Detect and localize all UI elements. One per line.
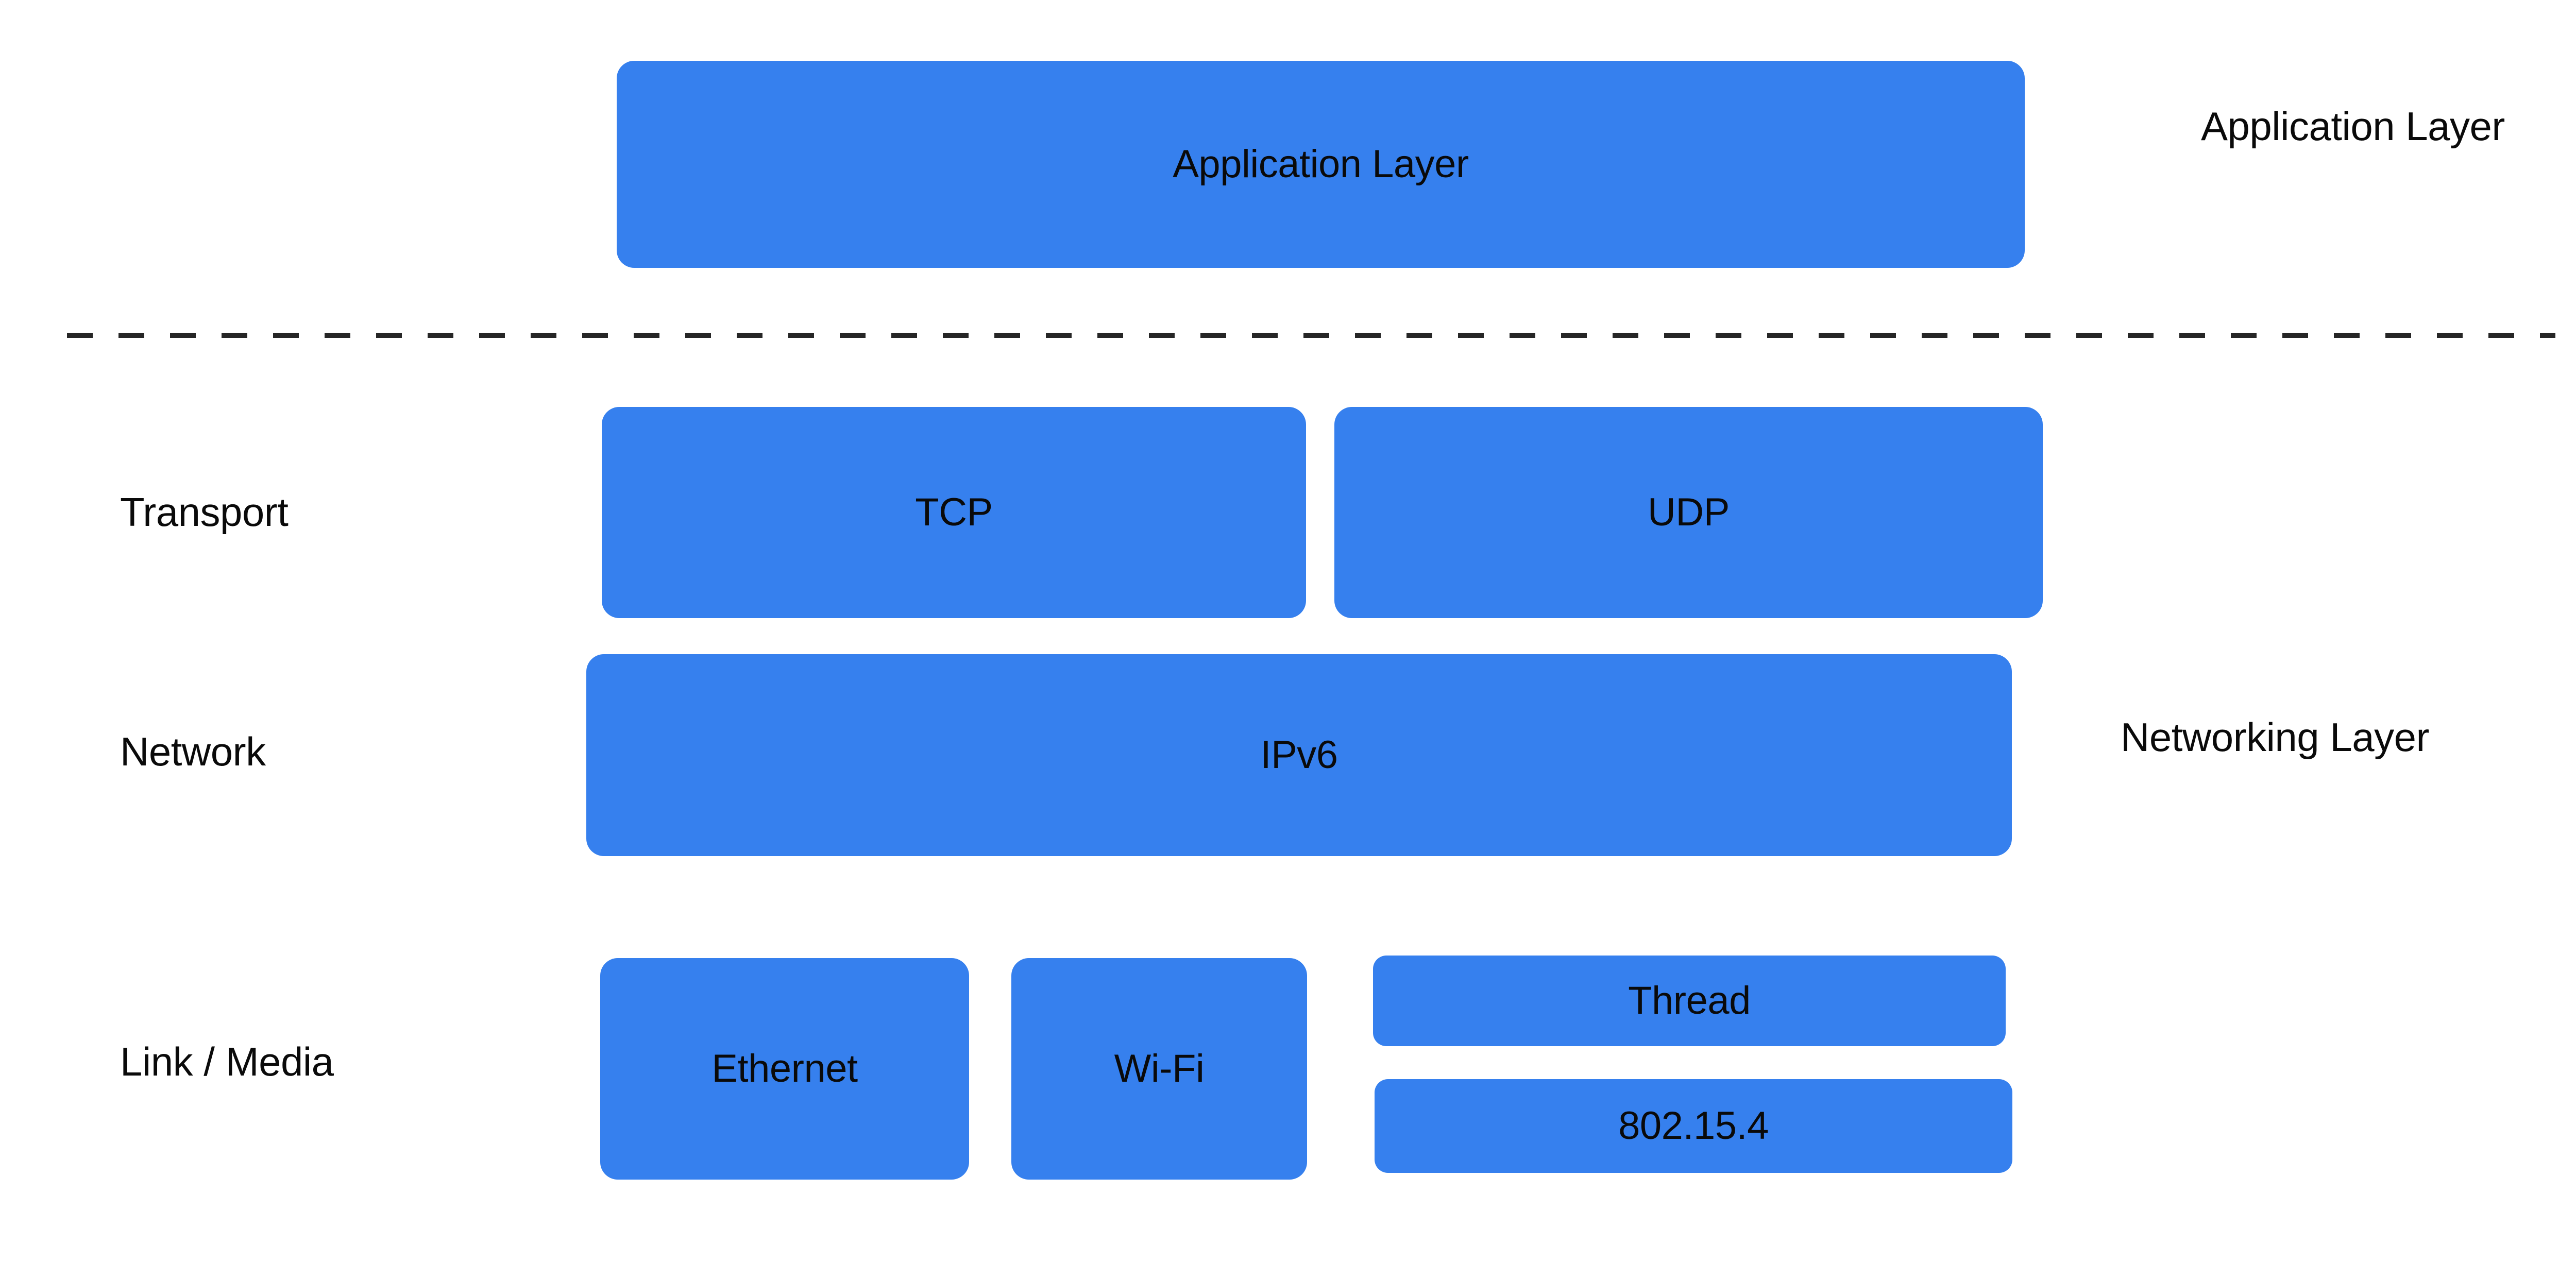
row-label-transport: Transport	[120, 489, 289, 535]
node-label-ipv6: IPv6	[1260, 733, 1338, 777]
node-label-application-layer: Application Layer	[1173, 142, 1469, 186]
node-label-thread: Thread	[1628, 979, 1751, 1022]
node-label-802-15-4: 802.15.4	[1618, 1104, 1769, 1148]
node-application-layer[interactable]: Application Layer	[617, 61, 2025, 268]
group-label-application-layer: Application Layer	[2201, 104, 2505, 149]
node-wifi[interactable]: Wi-Fi	[1011, 958, 1307, 1180]
group-label-networking-layer: Networking Layer	[2121, 714, 2429, 760]
node-thread[interactable]: Thread	[1373, 956, 2006, 1046]
node-label-tcp: TCP	[915, 490, 993, 534]
node-udp[interactable]: UDP	[1334, 407, 2043, 618]
node-802-15-4[interactable]: 802.15.4	[1375, 1079, 2012, 1173]
node-label-ethernet: Ethernet	[711, 1047, 858, 1090]
row-label-network: Network	[120, 729, 266, 774]
row-label-link-media: Link / Media	[120, 1039, 334, 1084]
node-ipv6[interactable]: IPv6	[586, 654, 2012, 856]
layer-divider	[67, 333, 2555, 338]
node-label-udp: UDP	[1648, 490, 1730, 534]
node-tcp[interactable]: TCP	[602, 407, 1306, 618]
node-ethernet[interactable]: Ethernet	[600, 958, 969, 1180]
node-label-wifi: Wi-Fi	[1114, 1047, 1205, 1090]
